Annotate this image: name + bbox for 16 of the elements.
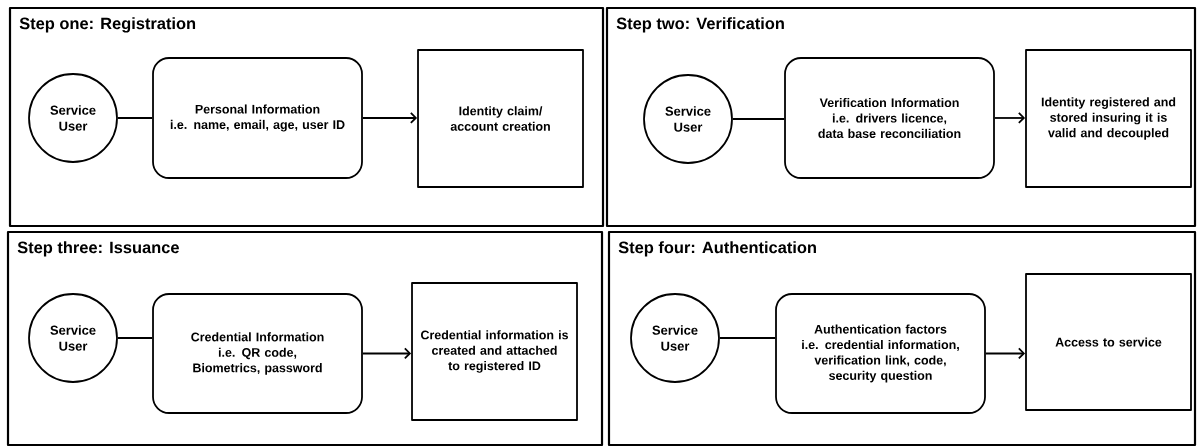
outcome-box: Credential information is created and attached to registered ID bbox=[411, 282, 578, 421]
connector-line bbox=[117, 337, 153, 339]
info-box: Credential Information i.e. QR code, Biometrics, password bbox=[152, 293, 363, 414]
connector-line bbox=[732, 118, 785, 120]
connector-line bbox=[719, 337, 776, 339]
outcome-box: Identity registered and stored insuring it is valid and decoupled bbox=[1025, 49, 1192, 188]
info-box: Personal Information i.e. name, email, age, user ID bbox=[152, 57, 363, 179]
arrow bbox=[994, 112, 1026, 124]
info-box: Authentication factors i.e. credential information, verification link, code, security question bbox=[775, 293, 986, 414]
arrow bbox=[362, 112, 418, 124]
info-box: Verification Information i.e. drivers licence, data base reconciliation bbox=[784, 57, 995, 179]
arrow bbox=[985, 347, 1026, 360]
outcome-box: Access to service bbox=[1025, 273, 1192, 411]
outcome-box: Identity claim/ account creation bbox=[417, 49, 584, 188]
arrow bbox=[362, 347, 412, 360]
connector-line bbox=[117, 117, 153, 119]
